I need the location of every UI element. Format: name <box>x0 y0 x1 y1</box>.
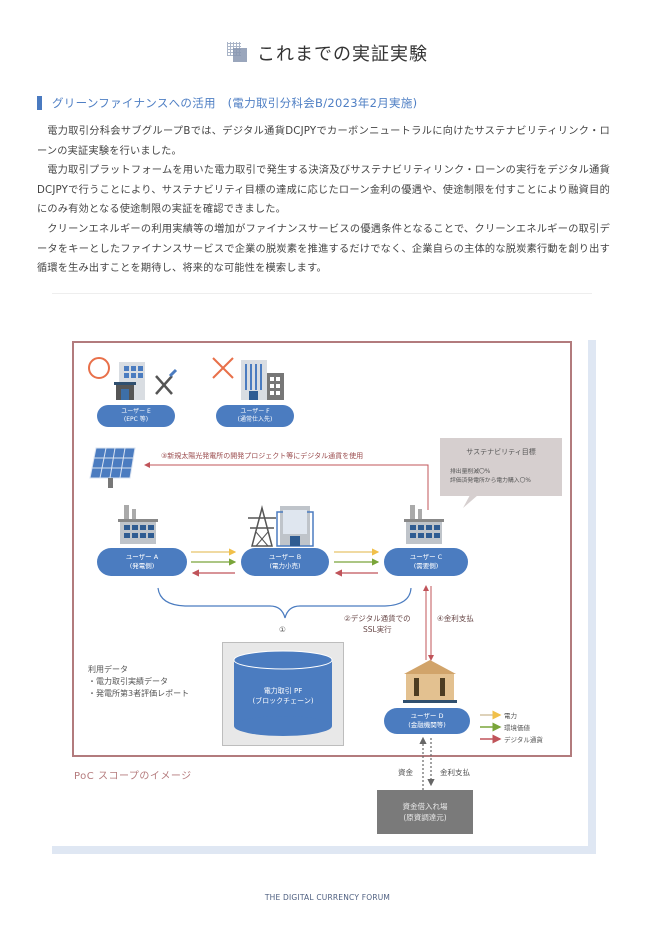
user-b-name: ユーザー B <box>268 553 302 561</box>
user-a-pill: ユーザー A (発電側) <box>97 548 187 576</box>
step2-label-line: ②デジタル通貨での <box>344 614 411 623</box>
callout-line: 排出量削減〇% <box>450 469 491 475</box>
cross-mark-icon <box>212 357 234 379</box>
user-f-name: ユーザー F <box>240 408 270 415</box>
tools-icon <box>155 368 178 395</box>
legend-label: 電力 <box>504 712 517 720</box>
curly-brace <box>157 587 412 619</box>
office-building-icon-b <box>276 506 314 547</box>
platform-name: 電力取引 PF <box>263 687 303 695</box>
paragraph: クリーンエネルギーの利用実績等の増加がファイナンスサービスの優遇条件となることで… <box>37 223 610 275</box>
divider <box>52 293 592 294</box>
platform-label: 電力取引 PF (ブロックチェーン) <box>222 686 344 706</box>
step4-label: ④金利支払 <box>437 614 474 623</box>
diagram-shadow-right <box>588 340 596 852</box>
user-e-role: (EPC 等) <box>123 416 149 423</box>
user-a-name: ユーザー A <box>125 553 159 561</box>
funding-right-label: 金利支払 <box>440 768 470 777</box>
user-c-name: ユーザー C <box>409 553 443 561</box>
paragraph: 電力取引プラットフォームを用いた電力取引で発生する決済及びサステナビリティリンク… <box>37 165 610 216</box>
section-bar-icon <box>37 96 42 110</box>
solar-panel-icon <box>89 447 136 488</box>
step2-label-line: SSL実行 <box>362 625 392 634</box>
usage-data-item: ・発電所第3者評価レポート <box>88 689 190 698</box>
funding-source-box: 資金借入れ場 (原資調達元) <box>377 790 473 834</box>
platform-subtitle: (ブロックチェーン) <box>252 697 314 705</box>
user-e-name: ユーザー E <box>121 408 151 415</box>
diagram-shadow-bottom <box>52 846 596 854</box>
bank-icon <box>403 660 457 703</box>
legend-arrows <box>480 710 502 744</box>
user-e-pill: ユーザー E (EPC 等) <box>97 405 175 427</box>
arrows-b-c <box>334 548 380 577</box>
usage-data-item: ・電力取引実績データ <box>88 677 168 686</box>
user-c-role: (需要側) <box>413 562 439 570</box>
user-f-role: (通常仕入先) <box>237 416 273 423</box>
user-d-role: (金融機関等) <box>408 721 446 729</box>
flow3-label: ③新規太陽光発電所の開発プロジェクト等にデジタル通貨を使用 <box>161 452 364 460</box>
user-b-pill: ユーザー B (電力小売) <box>241 548 329 576</box>
funding-source-name: 資金借入れ場 <box>402 802 448 811</box>
platform-cylinder <box>233 650 333 736</box>
user-c-pill: ユーザー C (需要側) <box>384 548 468 576</box>
paragraph: 電力取引分科会サブグループBでは、デジタル通貨DCJPYでカーボンニュートラルに… <box>37 126 610 157</box>
legend: 電力 環境価値 デジタル通貨 <box>504 709 543 745</box>
step2-label: ②デジタル通貨での SSL実行 <box>344 613 411 635</box>
user-d-pill: ユーザー D (金融機関等) <box>384 708 470 734</box>
section-heading-text: グリーンファイナンスへの活用 (電力取引分科会B/2023年2月実施) <box>52 96 418 110</box>
title-grid-icon <box>227 42 249 64</box>
callout-title: サステナビリティ目標 <box>466 448 536 456</box>
power-tower-icon <box>248 505 276 547</box>
arrows-d-funding <box>419 736 435 790</box>
epc-building-icon <box>114 362 145 400</box>
circle-mark-icon <box>88 357 110 379</box>
factory-icon-c <box>404 505 444 544</box>
legend-item-environmental-value: 環境価値 <box>504 721 543 733</box>
legend-item-power: 電力 <box>504 709 543 721</box>
footer: THE DIGITAL CURRENCY FORUM <box>264 893 391 902</box>
flow3-arrow <box>144 462 429 510</box>
office-building-icon <box>241 360 284 400</box>
arrows-a-b <box>191 548 237 577</box>
user-a-role: (発電側) <box>129 562 155 570</box>
user-f-pill: ユーザー F (通常仕入先) <box>216 405 294 427</box>
poc-scope-label: PoC スコープのイメージ <box>74 771 192 782</box>
body-text: 電力取引分科会サブグループBでは、デジタル通貨DCJPYでカーボンニュートラルに… <box>37 122 610 279</box>
legend-item-digital-currency: デジタル通貨 <box>504 733 543 745</box>
callout-line: 評価済発電所から電力購入〇% <box>450 478 531 484</box>
user-b-role: (電力小売) <box>269 562 301 570</box>
section-heading: グリーンファイナンスへの活用 (電力取引分科会B/2023年2月実施) <box>37 95 417 111</box>
page-title: これまでの実証実験 <box>257 44 428 65</box>
legend-label: デジタル通貨 <box>504 736 543 744</box>
page-title-wrap: これまでの実証実験 <box>0 40 655 68</box>
arrows-c-d <box>423 585 434 661</box>
funding-left-label: 資金 <box>398 768 413 777</box>
factory-icon-a <box>118 505 158 544</box>
user-d-name: ユーザー D <box>410 712 444 720</box>
callout-tail <box>463 495 478 508</box>
legend-label: 環境価値 <box>504 724 530 732</box>
usage-data-list: 利用データ ・電力取引実績データ ・発電所第3者評価レポート <box>88 664 189 700</box>
funding-source-subtitle: (原資調達元) <box>403 813 447 822</box>
usage-data-title: 利用データ <box>88 665 128 674</box>
poc-scope-frame <box>72 341 572 757</box>
sustainability-callout: サステナビリティ目標 排出量削減〇% 評価済発電所から電力購入〇% <box>440 438 562 496</box>
step1-label: ① <box>279 625 286 634</box>
